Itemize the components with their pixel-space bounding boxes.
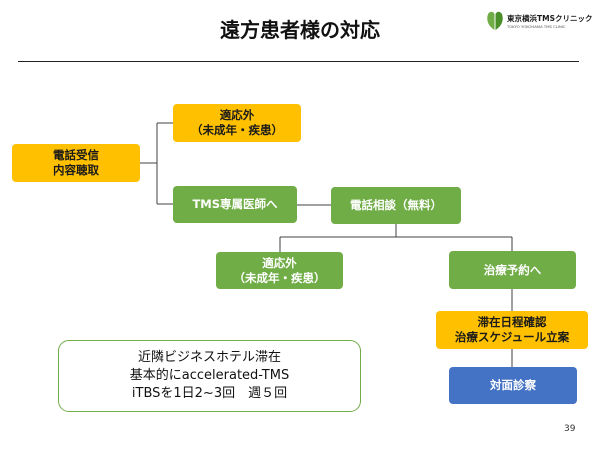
node-not-applicable-bottom-line1: 適応外 [262, 255, 297, 270]
node-phone-consult-label: 電話相談（無料） [350, 198, 442, 212]
logo-subtitle: TOKYO YOKOHAMA TMS CLINIC [507, 24, 566, 29]
node-stay-schedule-line2: 治療スケジュール立案 [454, 330, 570, 344]
logo-name: 東京横浜TMSクリニック [507, 14, 593, 23]
page-number: 39 [564, 424, 576, 434]
node-not-applicable-top: 適応外 （未成年・疾患） [173, 104, 301, 142]
leaf-logo-icon [487, 11, 503, 30]
treatment-note-box: 近隣ビジネスホテル滞在 基本的にaccelerated-TMS iTBSを1日2… [58, 340, 361, 412]
node-stay-schedule-line1: 滞在日程確認 [477, 315, 547, 329]
node-phone-reception-line1: 電話受信 [53, 148, 99, 162]
node-not-applicable-bottom: 適応外 （未成年・疾患） [216, 252, 343, 289]
node-not-applicable-top-line2: （未成年・疾患） [191, 123, 283, 137]
node-stay-schedule: 滞在日程確認 治療スケジュール立案 [436, 311, 588, 349]
node-treatment-booking-label: 治療予約へ [483, 262, 542, 277]
node-not-applicable-bottom-line2: （未成年・疾患） [233, 270, 326, 285]
node-tms-doctor-label: TMS専属医師へ [192, 197, 278, 211]
clinic-logo: 東京横浜TMSクリニック TOKYO YOKOHAMA TMS CLINIC [485, 9, 593, 33]
node-not-applicable-top-line1: 適応外 [219, 108, 255, 122]
node-phone-reception-line2: 内容聴取 [53, 163, 99, 177]
slide-title: 遠方患者様の対応 [220, 18, 380, 42]
node-in-person-exam: 対面診察 [449, 367, 577, 404]
node-in-person-exam-label: 対面診察 [490, 378, 536, 392]
title-divider [18, 61, 579, 62]
note-line-1: 近隣ビジネスホテル滞在 [137, 350, 281, 365]
note-line-2: 基本的にaccelerated-TMS [129, 368, 290, 383]
node-phone-consult: 電話相談（無料） [331, 187, 461, 224]
node-tms-doctor: TMS専属医師へ [173, 186, 297, 223]
note-line-3: iTBSを1日2~3回 週５回 [131, 386, 288, 401]
node-phone-reception: 電話受信 内容聴取 [12, 144, 140, 182]
node-treatment-booking: 治療予約へ [449, 251, 576, 289]
